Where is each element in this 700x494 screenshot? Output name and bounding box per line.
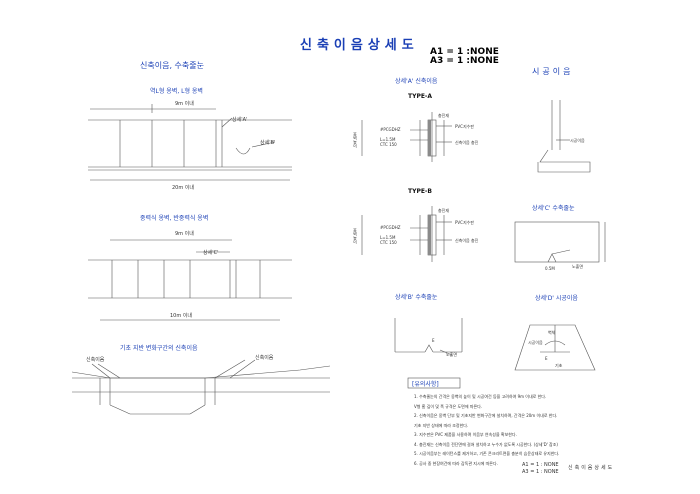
note-line: 6. 공사 중 현장여건에 따라 감독관 지시에 따른다.	[414, 460, 498, 466]
footer-scale-a3: A3 = 1 : NONE	[522, 469, 559, 475]
detail-c-note: 노출면	[572, 264, 584, 269]
type-b-side: 옹벽높이	[353, 228, 358, 244]
note-line: V형 홈 깊이 및 폭 규격은 도면에 따른다.	[414, 403, 483, 409]
notes-list: 1. 수축줄눈의 간격은 옹벽의 높이 및 시공여건 등을 고려하여 9m 이내…	[414, 392, 559, 468]
detail-d-label-2: E	[545, 356, 548, 361]
construction-joint-drawing	[537, 100, 591, 173]
detail-a-type-b	[361, 206, 452, 262]
type-a-label-0: 충진재	[438, 113, 450, 118]
panel3-section	[71, 359, 331, 415]
page-title: 신축이음상세도	[300, 38, 419, 53]
panel2-callout-c: 상세'C'	[203, 250, 219, 256]
panel3-right-label: 신축이음	[255, 355, 274, 361]
detail-c-drawing	[514, 221, 606, 263]
type-b-label: TYPE-B	[408, 188, 432, 195]
section-title-joints: 신축이음, 수축줄눈	[140, 61, 204, 70]
panel2-bottom-dim: 10m 이내	[170, 313, 193, 319]
type-a-label-4: CTC 150	[380, 142, 397, 147]
detail-b-drawing	[394, 318, 463, 356]
panel2-top-dim: 9m 이내	[175, 231, 194, 237]
panel1-bottom-dim: 20m 이내	[172, 185, 195, 191]
detail-a-type-a	[361, 112, 452, 162]
detail-a-title: 상세'A' 신축이음	[395, 78, 438, 85]
note-line: 5. 시공이음부는 레이턴스를 제거하고, 기존 콘크리트면을 충분히 습윤상태…	[414, 451, 560, 456]
detail-d-drawing	[514, 324, 596, 371]
note-line: 3. 지수판은 PVC 제품을 사용하며 이음부 연속성을 확보한다.	[414, 432, 517, 437]
construction-joint-label: 시공이음	[570, 138, 585, 143]
note-line: 1. 수축줄눈의 간격은 옹벽의 높이 및 시공여건 등을 고려하여 9m 이내…	[414, 394, 547, 399]
type-a-side: 옹벽높이	[353, 132, 358, 148]
footer-drawing-name: 신축이음상세도	[568, 465, 615, 471]
panel2-elevation	[88, 239, 292, 321]
panel1-top-dim: 9m 이내	[175, 101, 194, 107]
note-line: 4. 충진재는 신축이음 전단면에 걸쳐 설치하고 누수가 없도록 시공한다. …	[414, 441, 558, 447]
detail-b-note: 노출면	[446, 352, 458, 357]
type-a-label-3: L=1.5M	[380, 137, 396, 142]
panel1-title: 역L형 옹벽, L형 옹벽	[150, 88, 203, 95]
type-b-label-4: CTC 150	[380, 240, 397, 245]
type-a-label-2: PVC지수판	[455, 124, 474, 129]
header-scale-a1: A1 = 1 :NONE	[430, 47, 499, 57]
detail-d-title: 상세'D' 시공이음	[535, 295, 578, 302]
header-scale-a3: A3 = 1 :NONE	[430, 56, 499, 66]
type-a-label: TYPE-A	[408, 93, 433, 100]
notes-title-box	[407, 377, 461, 389]
panel1-callout-b: 상세'B'	[260, 140, 276, 146]
footer-scale-a1: A1 = 1 : NONE	[522, 462, 559, 468]
detail-c-title: 상세'C' 수축줄눈	[532, 205, 575, 212]
construction-joint-title: 시공이음	[532, 67, 574, 76]
detail-c-dim: 0.5M	[545, 266, 555, 271]
panel1-elevation	[88, 104, 292, 181]
detail-b-mark: E	[432, 338, 435, 343]
detail-b-title: 상세'B' 수축줄눈	[395, 294, 438, 301]
detail-d-label-0: 벽체	[548, 330, 556, 335]
note-line: 기초 지반 상태에 따라 조정한다.	[414, 422, 469, 428]
type-a-label-5: 신축이음 충진	[455, 140, 479, 145]
panel3-left-label: 신축이음	[86, 357, 105, 363]
detail-d-label-3: 기초	[555, 363, 563, 368]
type-b-label-1: #PCGDHZ	[380, 225, 401, 230]
panel2-title: 중력식 옹벽, 반중력식 옹벽	[140, 215, 209, 222]
panel1-callout-a: 상세'A'	[232, 117, 248, 123]
type-b-label-5: 신축이음 충진	[455, 238, 479, 243]
type-b-label-3: L=1.5M	[380, 235, 396, 240]
note-line: 2. 신축이음은 옹벽 단부 및 기초지반 변화구간에 설치하며, 간격은 20…	[414, 413, 558, 418]
type-a-label-1: #PCGDHZ	[380, 127, 401, 132]
type-b-label-2: PVC지수판	[455, 220, 474, 225]
notes-title: [유의사항]	[412, 381, 439, 388]
detail-d-label-1: 시공이음	[528, 340, 543, 345]
panel3-title: 기초 지반 변화구간의 신축이음	[120, 345, 198, 352]
type-b-label-0: 충진재	[438, 208, 450, 213]
